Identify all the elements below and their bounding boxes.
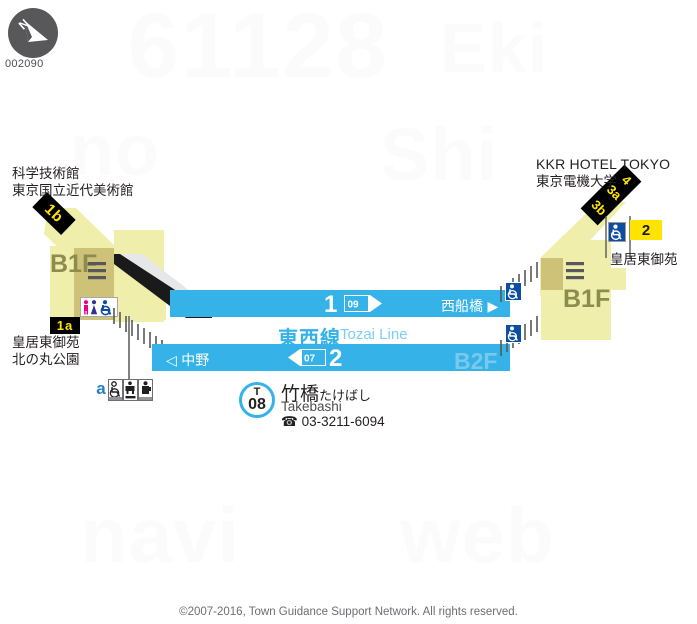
platform-band-1 <box>170 290 510 317</box>
poi-label-exit-2: 皇居東御苑 <box>610 252 678 268</box>
exit-tag-part-4: 4 <box>618 172 634 188</box>
map-id-label: 002090 <box>5 58 44 70</box>
platform-direction-marker-1: 09 <box>344 295 382 312</box>
watermark-text: 61128 <box>128 0 389 97</box>
poi-label-1b-2: 東京国立近代美術館 <box>12 183 134 199</box>
poi-label-kkr-hotel: KKR HOTEL TOKYO <box>536 156 671 172</box>
compass-north-icon: N <box>8 8 58 58</box>
station-name-kanji: 竹橋 <box>281 383 320 405</box>
watermark-text: no <box>70 111 160 191</box>
platform-destination-1: 西船橋 ▶ <box>441 299 499 315</box>
corridor-exit-1a <box>50 246 74 322</box>
station-number: 08 <box>248 396 266 413</box>
platform-number-2: 2 <box>329 345 343 372</box>
watermark-text: navi <box>80 491 241 579</box>
station-name-en: Takebashi <box>281 399 342 414</box>
platform-number-1: 1 <box>324 291 338 318</box>
station-line-code: T <box>253 386 261 398</box>
exit-tag-a[interactable]: a <box>96 379 106 398</box>
connector-line-left <box>128 316 130 380</box>
station-name-kana: たけばし <box>319 389 372 404</box>
stairs-icon <box>566 262 584 280</box>
station-name-jp: 竹橋たけばし <box>281 379 371 406</box>
wheelchair-elevator-icon <box>108 379 123 401</box>
wheelchair-elevator-icon <box>505 282 522 301</box>
svg-text:09: 09 <box>348 300 360 311</box>
floor-label-b1f-right: B1F <box>563 285 611 313</box>
wheelchair-elevator-icon <box>608 222 626 242</box>
exit-tag-2[interactable]: 2 <box>630 220 662 240</box>
stairs-icon <box>88 262 106 280</box>
platform-destination-2: ◁ 中野 <box>166 353 210 369</box>
line-name-en: Tozai Line <box>340 326 408 343</box>
toilet-icon <box>80 297 118 317</box>
exit-tag-part-3b: 3b <box>588 196 610 218</box>
platform-direction-marker-2: 07 <box>288 349 326 366</box>
watermark-text: Eki <box>440 9 549 87</box>
line-name-jp: 東西線 <box>278 326 341 350</box>
corridor-right-lower <box>541 290 611 340</box>
station-number-circle <box>239 382 275 418</box>
accessible-toilet-icon <box>123 379 138 401</box>
floor-label-b2f: B2F <box>454 348 498 374</box>
copyright-notice: ©2007-2016, Town Guidance Support Networ… <box>179 606 518 618</box>
poi-label-1b-1: 科学技術館 <box>12 166 80 182</box>
watermark-text: web <box>400 491 555 579</box>
poi-label-denki-univ: 東京電機大学 <box>536 174 617 190</box>
exit-tag-1a[interactable]: 1a <box>50 317 80 334</box>
poi-label-1a-1: 皇居東御苑 <box>12 335 80 351</box>
watermark-text: Shi <box>380 113 499 196</box>
platform-band-2 <box>152 344 510 371</box>
svg-text:07: 07 <box>304 354 316 365</box>
baby-changing-icon <box>138 379 153 401</box>
station-phone: ☎ 03-3211-6094 <box>281 414 385 429</box>
poi-label-1a-2: 北の丸公園 <box>12 352 80 368</box>
wheelchair-elevator-icon <box>505 324 522 343</box>
